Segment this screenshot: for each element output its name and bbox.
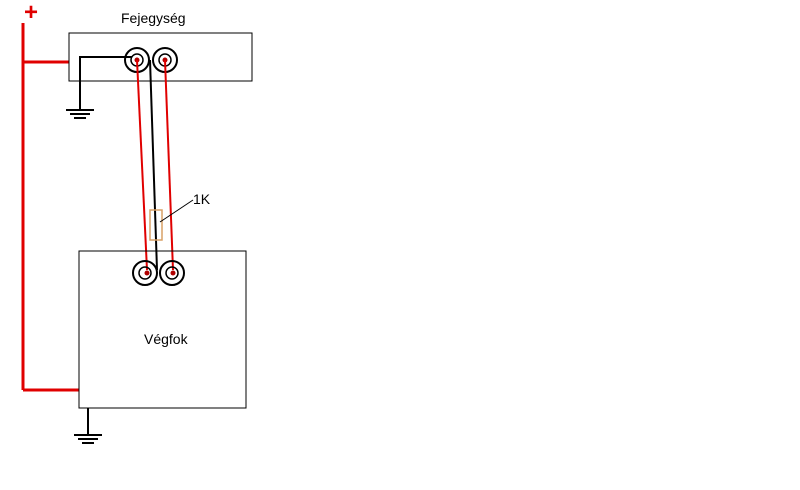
amplifier-connector-left xyxy=(132,260,158,286)
plus-label: + xyxy=(24,0,38,26)
resistor-leader-line xyxy=(159,199,194,223)
amplifier-label: Végfok xyxy=(144,331,189,347)
amplifier-box xyxy=(78,250,247,409)
amplifier-connector-right xyxy=(159,260,185,286)
resistor-label: 1K xyxy=(193,191,211,207)
head-unit-box xyxy=(68,32,253,82)
ground-icon xyxy=(74,434,102,444)
positive-rail xyxy=(21,23,79,392)
ground-icon xyxy=(66,109,94,119)
resistor xyxy=(149,209,163,241)
head-unit-ground-wire xyxy=(79,56,132,110)
head-unit-label: Fejegység xyxy=(121,10,186,26)
signal-wires xyxy=(136,59,174,271)
